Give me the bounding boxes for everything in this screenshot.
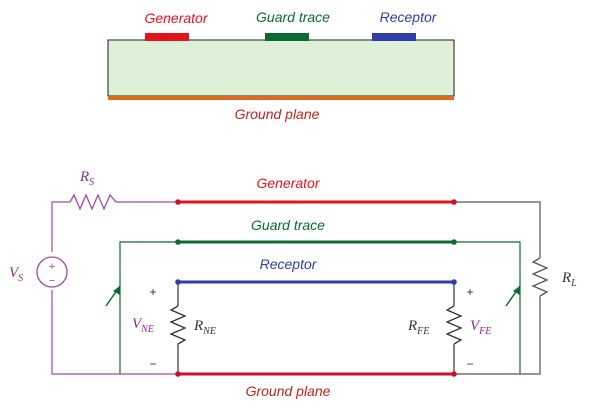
generator-trace-label: Generator [256, 175, 320, 191]
cs-generator-label: Generator [144, 10, 208, 26]
cs-receptor-label: Receptor [380, 9, 438, 25]
substrate [107, 39, 455, 97]
junction-dots [175, 199, 457, 377]
generator-trace-block [145, 33, 189, 41]
voltage-source-symbol [36, 256, 68, 288]
circuit-labels: Generator Guard trace Receptor Ground pl… [9, 169, 577, 399]
vfe-plus-sign: + [466, 285, 473, 299]
vfe-label: VFE [470, 318, 491, 337]
rl-label: RL [561, 270, 577, 289]
guard-left-arrowhead [113, 286, 120, 295]
vne-label: VNE [132, 316, 154, 335]
vne-plus-sign: + [149, 285, 156, 299]
rne-label: RNE [193, 318, 216, 337]
load-top-wire [454, 201, 541, 258]
guard-right-arrowhead [513, 286, 520, 295]
vs-plus-sign: + [49, 261, 55, 273]
rfe-label: RFE [407, 318, 429, 337]
vfe-minus-sign: − [466, 357, 473, 371]
vne-minus-sign: − [149, 357, 156, 371]
circuit [36, 193, 549, 377]
rne-resistor [169, 305, 187, 345]
rfe-resistor [445, 305, 463, 345]
load-bottom-wire [454, 296, 541, 375]
receptor-trace-label: Receptor [260, 256, 318, 272]
rl-resistor [531, 257, 549, 297]
node-gen-left [175, 199, 181, 205]
rs-label: RS [79, 169, 94, 188]
guard-right-wire [454, 241, 521, 374]
node-gnd-right [451, 371, 457, 377]
node-rec-left [175, 279, 181, 285]
node-rec-right [451, 279, 457, 285]
guard-trace-block [265, 33, 309, 41]
cross-section: Generator Guard trace Receptor Ground pl… [107, 9, 455, 122]
guard-left-wire [119, 241, 178, 374]
ground-plane-strip [108, 96, 454, 100]
receptor-trace-block [372, 33, 416, 41]
source-top-wire [51, 201, 70, 252]
ground-plane-trace-label: Ground plane [246, 383, 331, 399]
vs-label: VS [9, 265, 23, 284]
rs-resistor [69, 193, 117, 211]
node-gen-right [451, 199, 457, 205]
guard-trace-label: Guard trace [251, 217, 325, 233]
cs-ground-label: Ground plane [235, 106, 320, 122]
node-guard-right [451, 239, 457, 245]
source-bottom-wire [51, 290, 178, 375]
node-gnd-left [175, 371, 181, 377]
cs-guard-label: Guard trace [256, 9, 330, 25]
node-guard-left [175, 239, 181, 245]
vs-minus-sign: − [49, 275, 55, 287]
